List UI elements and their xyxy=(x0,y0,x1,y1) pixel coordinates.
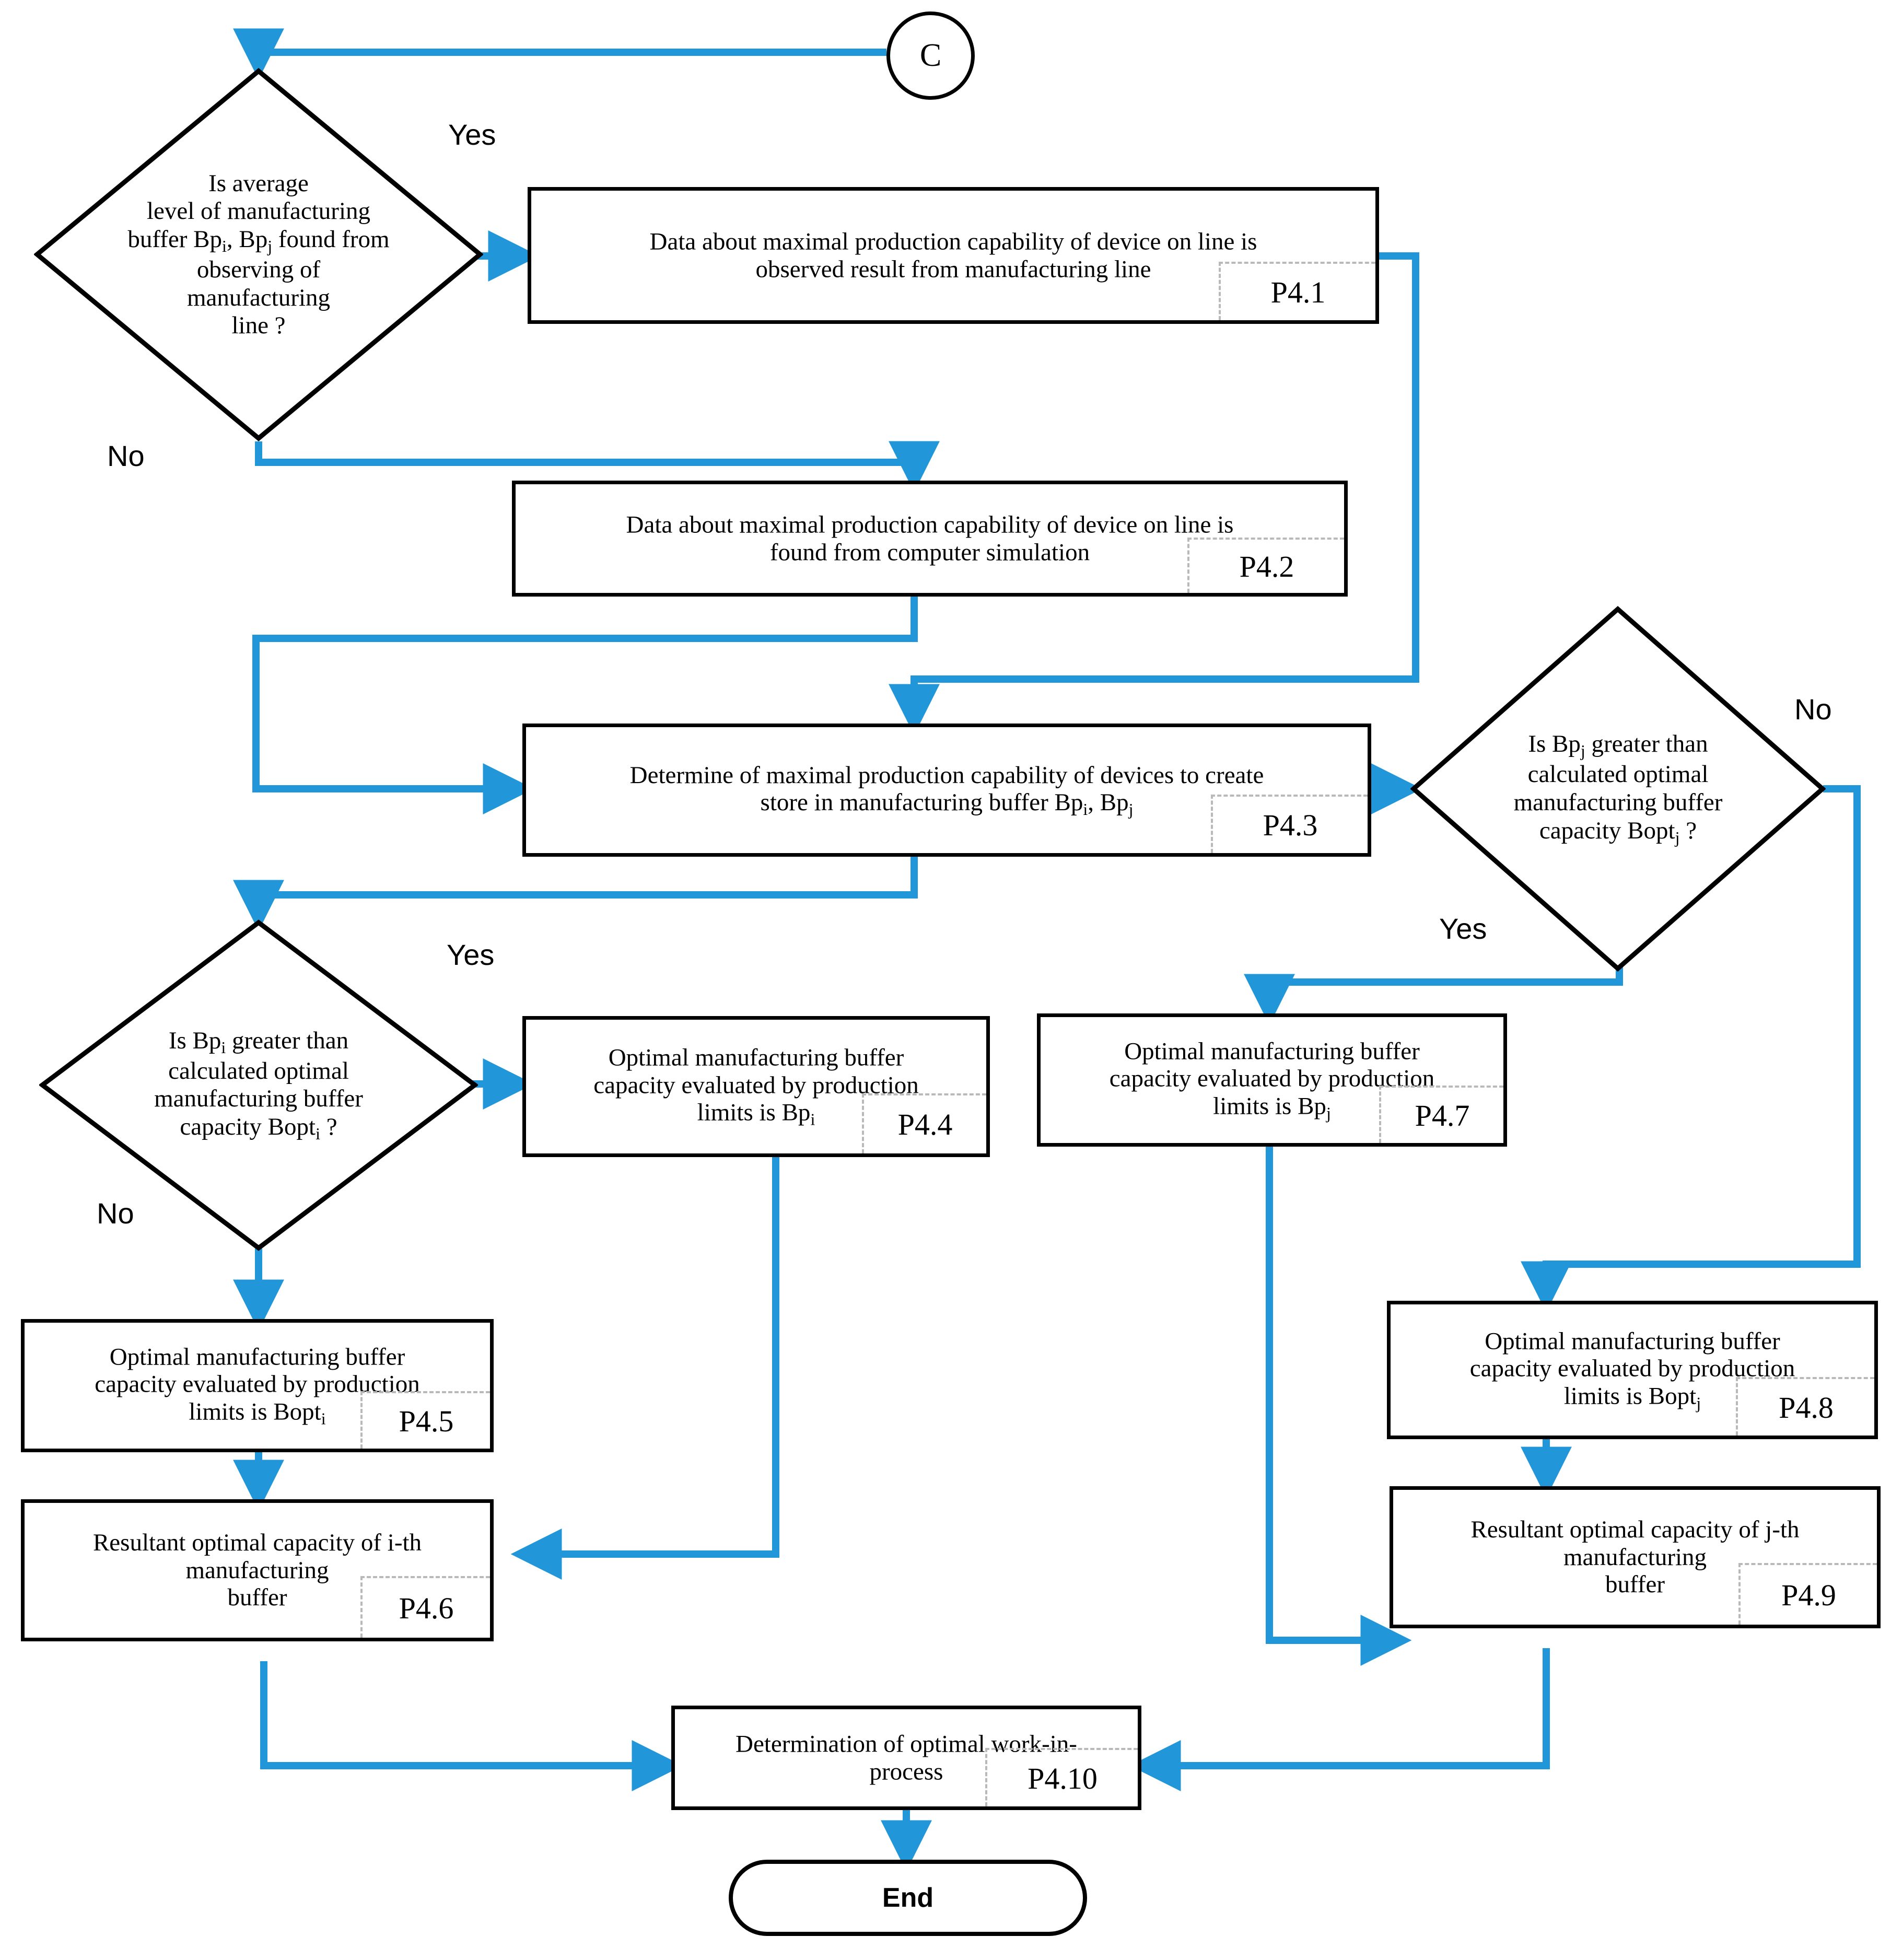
edge-p49-to-p410 xyxy=(1129,1648,1550,1791)
process-p42-line-1: Data about maximal production capability… xyxy=(626,511,1234,539)
process-p46-tag: P4.6 xyxy=(360,1576,490,1638)
process-p42-tag: P4.2 xyxy=(1187,538,1344,593)
decision-1-text: Is average level of manufacturing buffer… xyxy=(88,169,429,340)
process-p46-line-3: buffer xyxy=(227,1584,287,1612)
process-p44-line-1: Optimal manufacturing buffer xyxy=(608,1044,904,1071)
process-p41-tag: P4.1 xyxy=(1219,262,1375,320)
edge-label-d2-no: No xyxy=(1794,693,1832,726)
process-p44-line-3: limits is Bpi xyxy=(697,1099,815,1129)
edge-c-to-d1 xyxy=(233,28,886,80)
edge-p42-to-p43 xyxy=(252,596,918,814)
process-p47-tag: P4.7 xyxy=(1379,1086,1503,1143)
decision-1-line-5: manufacturing xyxy=(186,284,331,311)
decision-3-line-1: Is Bpi greater than xyxy=(168,1026,349,1057)
process-p47[interactable]: Optimal manufacturing buffer capacity ev… xyxy=(1037,1013,1507,1147)
decision-3-text: Is Bpi greater than calculated optimal m… xyxy=(65,1027,451,1144)
process-p42-line-2: found from computer simulation xyxy=(769,539,1090,566)
process-p42[interactable]: Data about maximal production capability… xyxy=(512,481,1348,597)
decision-is-bpi-greater[interactable]: Is Bpi greater than calculated optimal m… xyxy=(39,919,478,1251)
process-p41-line-2: observed result from manufacturing line xyxy=(755,255,1151,283)
edge-p41-to-p43 xyxy=(889,252,1419,736)
process-p48[interactable]: Optimal manufacturing buffer capacity ev… xyxy=(1387,1301,1878,1439)
process-p45-line-1: Optimal manufacturing buffer xyxy=(109,1343,405,1371)
process-p42-text: Data about maximal production capability… xyxy=(516,511,1344,566)
process-p45-text: Optimal manufacturing buffer capacity ev… xyxy=(25,1343,490,1428)
process-p45-line-3: limits is Bopti xyxy=(189,1398,326,1428)
process-p41-text: Data about maximal production capability… xyxy=(531,228,1375,283)
process-p49[interactable]: Resultant optimal capacity of j-th manuf… xyxy=(1390,1486,1881,1628)
process-p410-tag: P4.10 xyxy=(985,1748,1138,1806)
process-p43-tag: P4.3 xyxy=(1211,795,1368,853)
decision-2-line-3: manufacturing buffer xyxy=(1513,789,1723,816)
process-p410-text: Determination of optimal work-in- proces… xyxy=(675,1730,1138,1785)
process-p49-text: Resultant optimal capacity of j-th manuf… xyxy=(1393,1516,1877,1599)
decision-3-line-4: capacity Bopti ? xyxy=(180,1113,337,1144)
edge-p47-to-p49 xyxy=(1266,1147,1412,1666)
process-p46-line-1: Resultant optimal capacity of i-th xyxy=(92,1529,422,1557)
edge-label-d3-no: No xyxy=(97,1197,134,1230)
edge-label-d3-yes: Yes xyxy=(447,938,495,971)
terminator-end[interactable]: End xyxy=(729,1860,1087,1936)
decision-2-line-1: Is Bpj greater than xyxy=(1528,730,1708,760)
connector-c-label: C xyxy=(919,38,942,73)
edge-p44-to-p46 xyxy=(510,1157,779,1580)
process-p43[interactable]: Determine of maximal production capabili… xyxy=(522,724,1371,857)
decision-2-line-2: calculated optimal xyxy=(1527,761,1709,788)
decision-2-line-4: capacity Boptj ? xyxy=(1539,816,1697,847)
decision-3-line-2: calculated optimal xyxy=(168,1057,349,1084)
process-p49-line-2: manufacturing xyxy=(1563,1543,1707,1571)
process-p44-text: Optimal manufacturing buffer capacity ev… xyxy=(526,1044,986,1129)
decision-2-text: Is Bpj greater than calculated optimal m… xyxy=(1435,730,1801,847)
process-p49-line-3: buffer xyxy=(1605,1571,1665,1599)
process-p48-line-3: limits is Boptj xyxy=(1563,1382,1701,1413)
decision-1-line-4: observing of xyxy=(196,255,321,283)
process-p45-tag: P4.5 xyxy=(360,1391,490,1449)
decision-is-average-level[interactable]: Is average level of manufacturing buffer… xyxy=(34,68,483,441)
edge-p46-to-p410 xyxy=(260,1661,683,1791)
decision-shape xyxy=(39,919,478,1251)
process-p410[interactable]: Determination of optimal work-in- proces… xyxy=(671,1706,1141,1810)
process-p410-line-2: process xyxy=(869,1758,943,1785)
decision-1-line-1: Is average xyxy=(208,169,309,197)
connector-c: C xyxy=(886,11,975,100)
decision-1-line-6: line ? xyxy=(231,312,286,340)
process-p45[interactable]: Optimal manufacturing buffer capacity ev… xyxy=(21,1319,494,1452)
process-p48-tag: P4.8 xyxy=(1736,1377,1874,1436)
decision-1-line-3: buffer Bpi, Bpj found from xyxy=(127,225,390,255)
process-p44-tag: P4.4 xyxy=(862,1093,986,1153)
process-p43-text: Determine of maximal production capabili… xyxy=(526,761,1368,819)
decision-shape xyxy=(34,68,483,441)
process-p48-text: Optimal manufacturing buffer capacity ev… xyxy=(1391,1327,1874,1413)
edge-d1-no-to-p42 xyxy=(255,441,940,493)
process-p49-tag: P4.9 xyxy=(1738,1563,1877,1625)
process-p47-line-3: limits is Bpj xyxy=(1213,1092,1331,1123)
decision-is-bpj-greater[interactable]: Is Bpj greater than calculated optimal m… xyxy=(1410,606,1826,972)
process-p46[interactable]: Resultant optimal capacity of i-th manuf… xyxy=(21,1499,494,1641)
process-p47-line-1: Optimal manufacturing buffer xyxy=(1124,1037,1420,1065)
process-p43-line-2: store in manufacturing buffer Bpi, Bpj xyxy=(760,788,1134,819)
decision-3-line-3: manufacturing buffer xyxy=(154,1085,363,1113)
process-p46-text: Resultant optimal capacity of i-th manuf… xyxy=(25,1529,490,1612)
process-p46-line-2: manufacturing xyxy=(185,1556,329,1584)
edge-label-d2-yes: Yes xyxy=(1439,912,1487,945)
edge-label-d1-no: No xyxy=(107,439,145,472)
edge-label-d1-yes: Yes xyxy=(448,118,496,151)
terminator-end-label: End xyxy=(882,1883,934,1913)
process-p49-line-1: Resultant optimal capacity of j-th xyxy=(1470,1516,1800,1544)
process-p44[interactable]: Optimal manufacturing buffer capacity ev… xyxy=(522,1016,990,1157)
process-p41-line-1: Data about maximal production capability… xyxy=(649,228,1257,255)
decision-1-line-2: level of manufacturing xyxy=(146,197,371,225)
process-p410-line-1: Determination of optimal work-in- xyxy=(736,1730,1077,1758)
decision-shape xyxy=(1410,606,1826,972)
process-p41[interactable]: Data about maximal production capability… xyxy=(528,187,1379,324)
process-p48-line-1: Optimal manufacturing buffer xyxy=(1485,1327,1780,1355)
edge-d2-no-to-p48 xyxy=(1521,785,1861,1313)
process-p43-line-1: Determine of maximal production capabili… xyxy=(629,761,1264,789)
edge-p43-to-d3 xyxy=(233,857,918,931)
